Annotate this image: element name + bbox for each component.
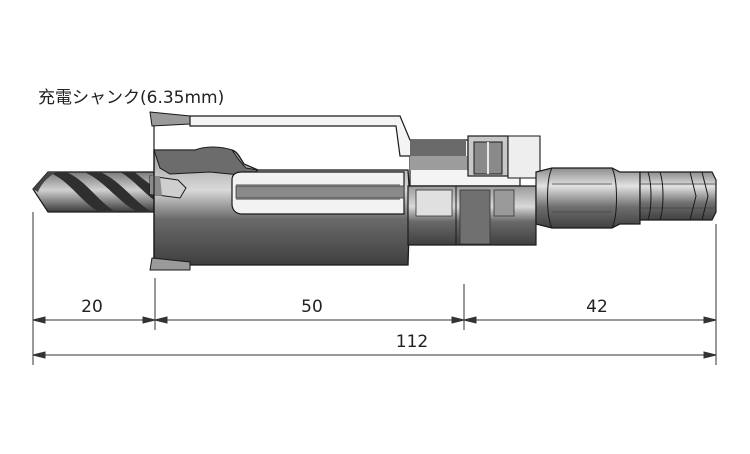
dim-value-shank: 42: [586, 297, 608, 317]
dim-value-cutter: 50: [301, 297, 323, 317]
dim-value-total: 112: [396, 332, 428, 352]
cutter-body: [149, 111, 411, 271]
arrow-total-right: [703, 351, 717, 359]
arrow-drill-left: [32, 316, 46, 324]
arbor-adapter: [407, 185, 537, 246]
drill-bit: [32, 171, 161, 213]
arrow-shank-right: [703, 316, 717, 324]
ejector-arm: [189, 115, 521, 187]
shank-label: 充電シャンク(6.35mm): [38, 88, 224, 108]
arrow-drill-right: [142, 316, 156, 324]
dimension-lines: [32, 212, 717, 365]
hex-nut: [467, 135, 541, 179]
hex-shank: [535, 167, 717, 229]
dim-value-drill: 20: [81, 297, 103, 317]
arrow-total-left: [32, 351, 46, 359]
arrow-cutter-left: [154, 316, 168, 324]
arrow-shank-left: [463, 316, 477, 324]
arrow-cutter-right: [451, 316, 465, 324]
